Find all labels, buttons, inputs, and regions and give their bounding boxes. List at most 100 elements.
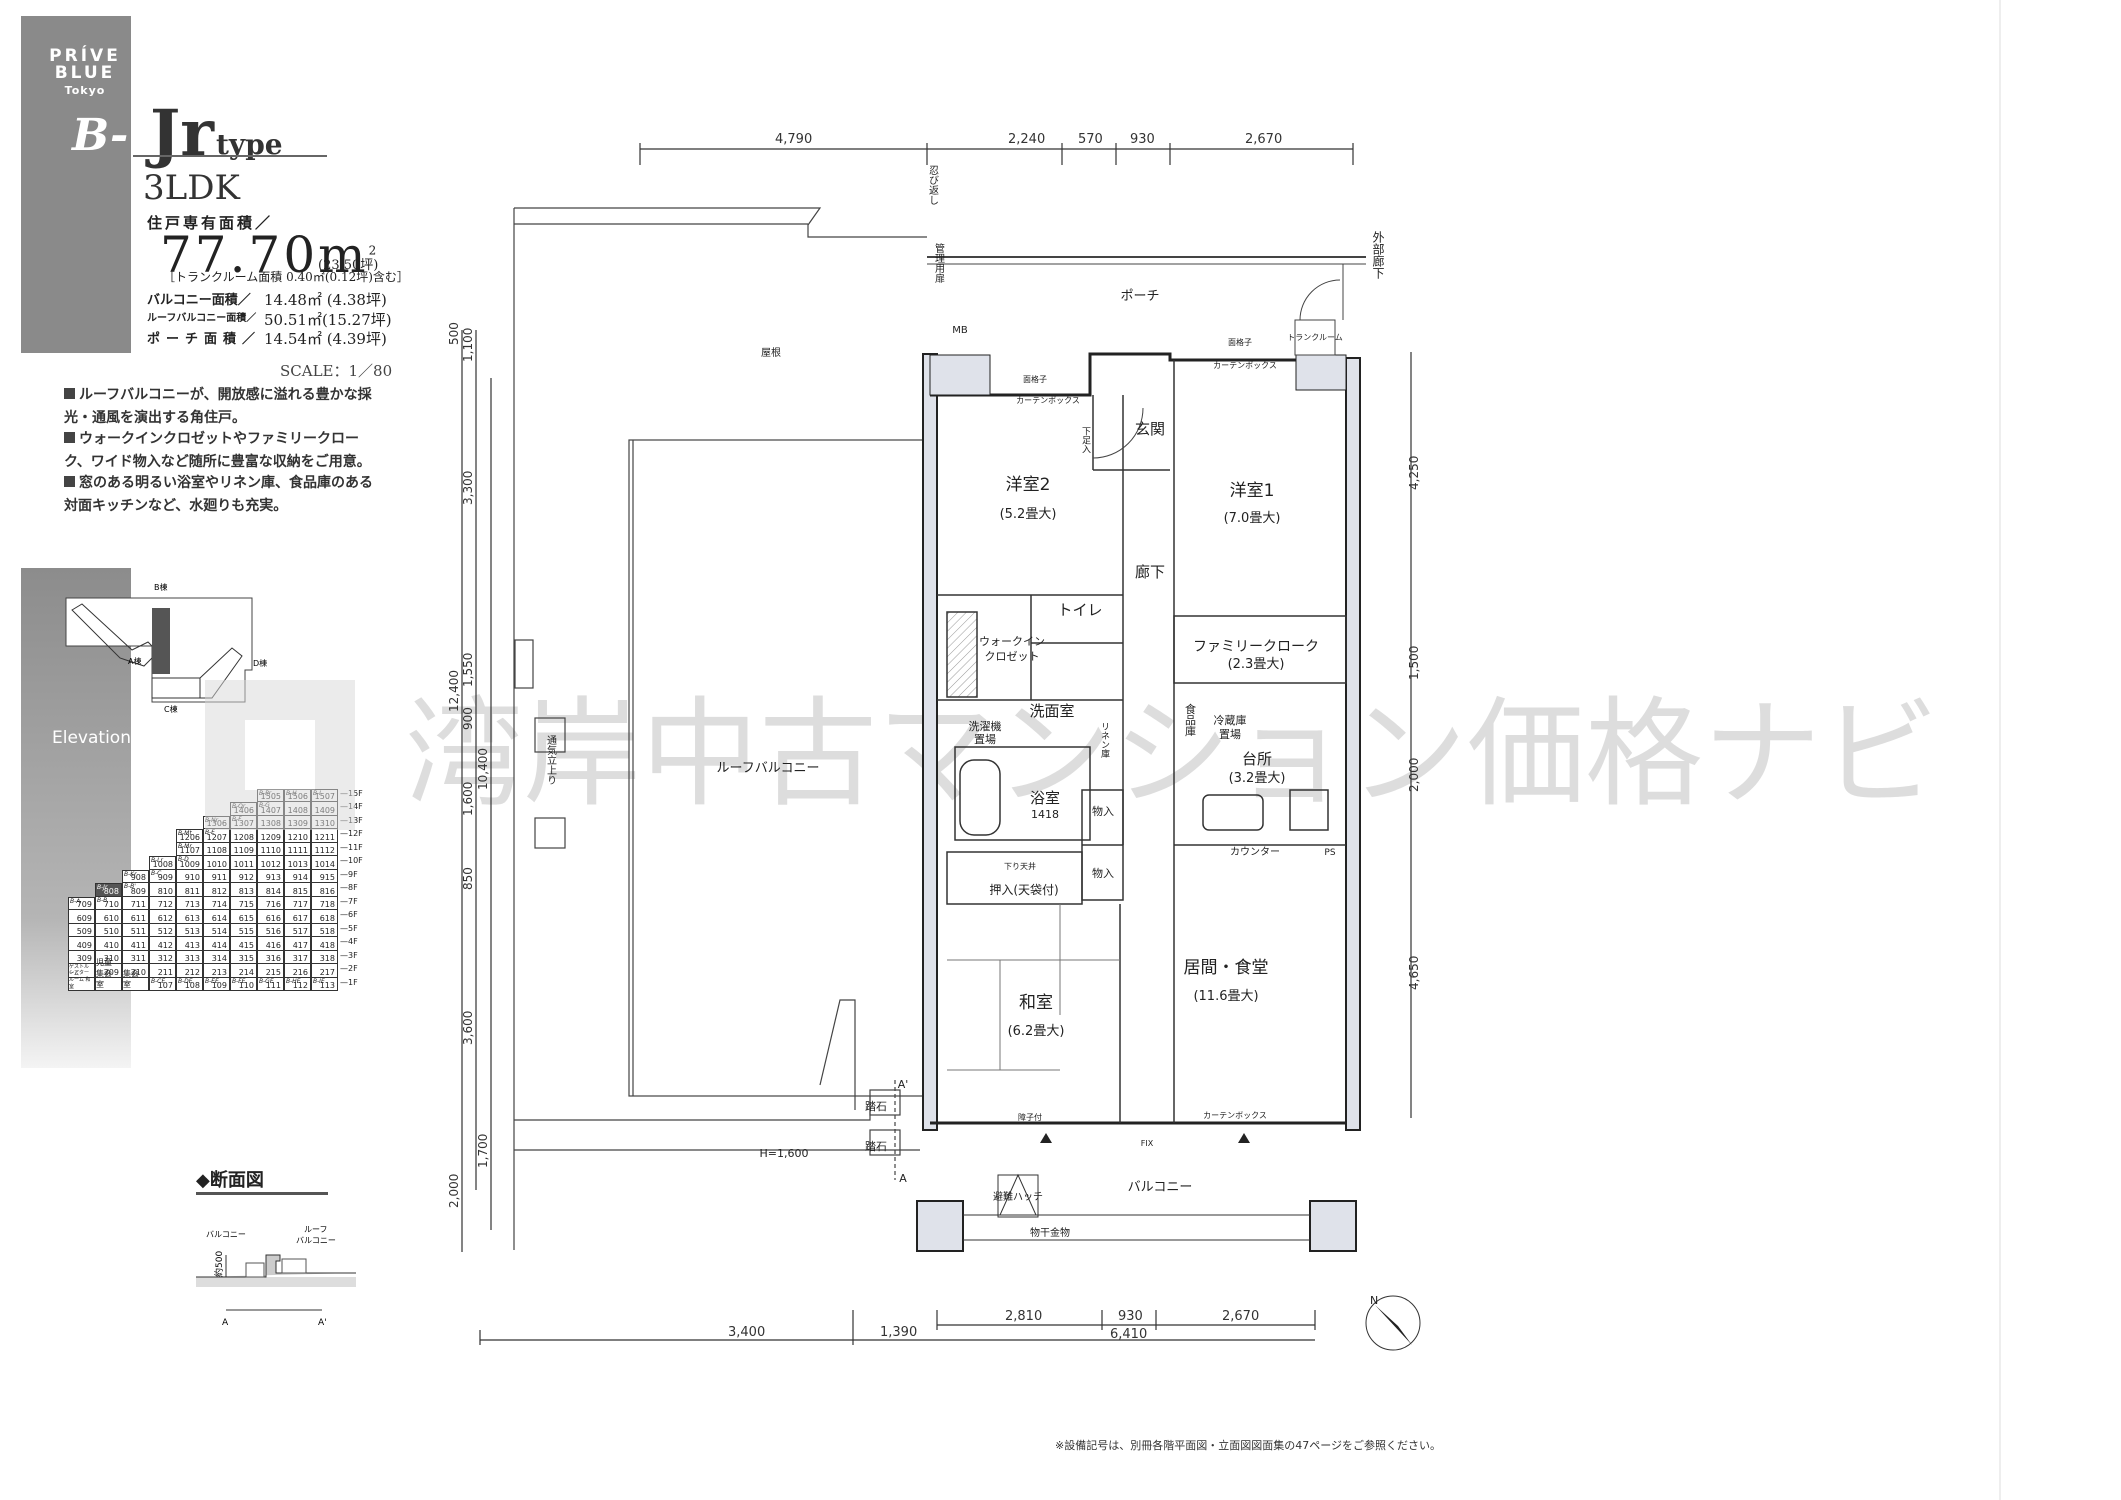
unit-type-label: B-Kr (124, 870, 137, 878)
floor-label: —4F (340, 937, 358, 946)
dim-left: 1,600 (461, 782, 475, 816)
unit-type-label: B-GE (259, 977, 274, 985)
feature-item: 窓のある明るい浴室やリネン庫、食品庫のある対面キッチンなど、水廻りも充実。 (64, 472, 384, 518)
elevation-unit-cell: 610 (95, 910, 122, 924)
elevation-unit-cell: 309 (68, 950, 95, 964)
unit-number: 212 (184, 967, 200, 977)
room-fridge-line2: 置場 (1219, 728, 1241, 741)
bullet-square-icon (64, 388, 75, 399)
unit-number: 317 (292, 954, 308, 963)
elevation-unit-cell: 609 (68, 910, 95, 924)
unit-number: 1112 (314, 846, 335, 855)
floor-label: —12F (340, 829, 363, 838)
unit-number: 1109 (233, 846, 254, 855)
elevation-unit-cell: 1112 (311, 842, 338, 856)
unit-number: 210 (130, 967, 146, 977)
elevation-unit-cell: 310 (95, 950, 122, 964)
title-underline (133, 155, 327, 157)
unit-number: 216 (292, 967, 308, 977)
roof-balcony-structure (513, 207, 934, 1250)
scale-label: SCALE：1／80 (280, 362, 393, 380)
room-bath-size: 1418 (1031, 808, 1059, 821)
unit-number: 613 (184, 913, 200, 923)
vent-label: 通気立上り (545, 735, 557, 785)
curtain-box-label: カーテンボックス (1213, 361, 1277, 370)
unit-number: 515 (238, 927, 254, 936)
grille-label: 面格子 (1228, 337, 1252, 347)
unit-number: 107 (157, 981, 173, 990)
unit-number: 809 (130, 886, 146, 896)
elevation-unit-cell: 1014 (311, 856, 338, 870)
elevation-unit-cell: 617 (284, 910, 311, 924)
unit-number: 416 (265, 940, 281, 950)
balcony-area-row: バルコニー面積／14.48㎡ (4.38坪) (147, 289, 387, 309)
porch-structure (927, 256, 1366, 459)
floor-label: —3F (340, 950, 358, 960)
elevation-unit-cell: 516 (257, 923, 284, 937)
floor-label: —10F (340, 856, 363, 865)
elevation-unit-cell: 417 (284, 937, 311, 951)
curtain-box-label: カーテンボックス (1203, 1111, 1267, 1120)
stepping-stone-label: 踏石 (865, 1139, 887, 1153)
elevation-unit-cell: 216 (284, 964, 311, 978)
unit-number: 714 (211, 900, 227, 909)
section-roof-label-2: バルコニー (296, 1236, 336, 1245)
section-roof-box (281, 1258, 307, 1274)
unit-type-label: B-Mt (178, 830, 192, 837)
unit-number: 411 (130, 940, 146, 950)
unit-number: 717 (292, 900, 308, 909)
elevation-unit-cell: 810 (149, 883, 176, 897)
area-label: 住戸専有面積／ (147, 214, 274, 232)
tatami-lines (947, 904, 1120, 1071)
elevation-unit-cell: 312 (149, 950, 176, 964)
linen-storage-label: リネン庫 (1099, 722, 1110, 759)
room-japanese-size: (6.2畳大) (1008, 1024, 1065, 1039)
elevation-unit-cell: 416 (257, 937, 284, 951)
unit-number: 413 (184, 940, 200, 950)
dimension-labels-left: 500 1,100 12,400 3,300 1,550 900 10,400 … (447, 322, 1421, 1208)
elevation-unit-cell: 814 (257, 883, 284, 897)
elevation-unit-cell: 1013 (284, 856, 311, 870)
feature-item: ウォークインクロゼットやファミリークローク、ワイド物入など随所に豊富な収納をご用… (64, 428, 384, 474)
elevation-unit-cell: 413 (176, 937, 203, 951)
unit-number: 518 (319, 927, 335, 936)
dim-right: 4,250 (1407, 456, 1421, 490)
unit-number: 909 (157, 873, 173, 882)
elevation-unit-cell: 717 (284, 896, 311, 910)
footnote: ※設備記号は、別冊各階平面図・立面図図面集の47ページをご参照ください。 (1055, 1439, 1441, 1452)
dim-left: 12,400 (447, 670, 461, 712)
dim-bottom: 2,670 (1222, 1309, 1259, 1324)
unit-number: 113 (319, 981, 335, 990)
unit-number: 615 (238, 913, 254, 923)
section-mark-a2: A' (898, 1078, 909, 1091)
unit-number: 1208 (233, 832, 254, 842)
evacuation-hatch-label: 避難ハッチ (993, 1190, 1043, 1203)
floor-label: —6F (340, 910, 358, 919)
area-unit-sup: 2 (368, 243, 380, 258)
elevation-unit-cell: 911 (203, 869, 230, 883)
room-family-cloak-size: (2.3畳大) (1228, 657, 1285, 672)
unit-number: 713 (184, 900, 200, 909)
elevation-unit-cell: 1110 (257, 842, 284, 856)
elevation-unit-cell: 714 (203, 896, 230, 910)
fix-window-label: FIX (1141, 1139, 1154, 1148)
unit-type-label: B-A (70, 897, 81, 905)
unit-type-label: B-Jr (97, 884, 108, 891)
elevation-unit-cell: 1109 (230, 842, 257, 856)
floor-label: —11F (340, 842, 363, 852)
elevation-unit-cell: 515 (230, 923, 257, 937)
unit-number: 316 (265, 954, 281, 963)
elevation-unit-cell: 210 (122, 964, 149, 978)
unit-number: 209 (103, 967, 119, 977)
elevation-unit-cell: 411 (122, 937, 149, 951)
unit-number: 709 (76, 900, 92, 909)
unit-number: 児童集会室 (96, 958, 112, 989)
elevation-unit-cell: 313 (176, 950, 203, 964)
room-storage: 物入 (1092, 866, 1114, 880)
feature-text: 窓のある明るい浴室やリネン庫、食品庫のある対面キッチンなど、水廻りも充実。 (64, 475, 373, 514)
lowered-ceiling-label: 下り天井 (1004, 861, 1036, 871)
